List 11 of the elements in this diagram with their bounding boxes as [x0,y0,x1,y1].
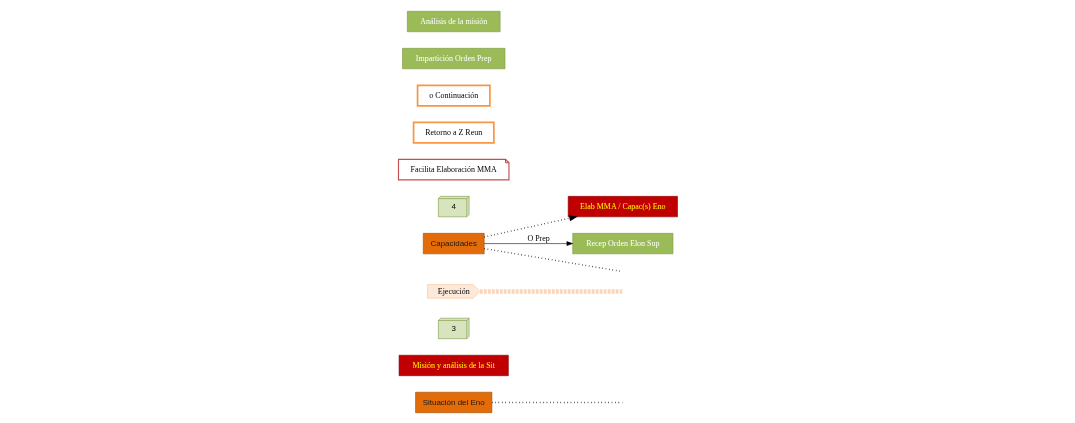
node-box: Retorno a Z Reun [412,120,495,144]
arrow [483,214,578,238]
node-box: Impartición Orden Prep [401,47,505,69]
arrow [483,240,573,246]
node-box: Análisis de la misión [406,10,500,32]
node-box: Misión y análisis de la Sit [398,354,509,376]
node-box: Recep Orden Elon Sup [571,232,673,254]
node-box: o Continuación [416,83,491,107]
connector [479,288,622,294]
node-box: Elab MMA / Capac(s) Eno [567,195,678,217]
edge-label: O Prep [526,233,550,243]
